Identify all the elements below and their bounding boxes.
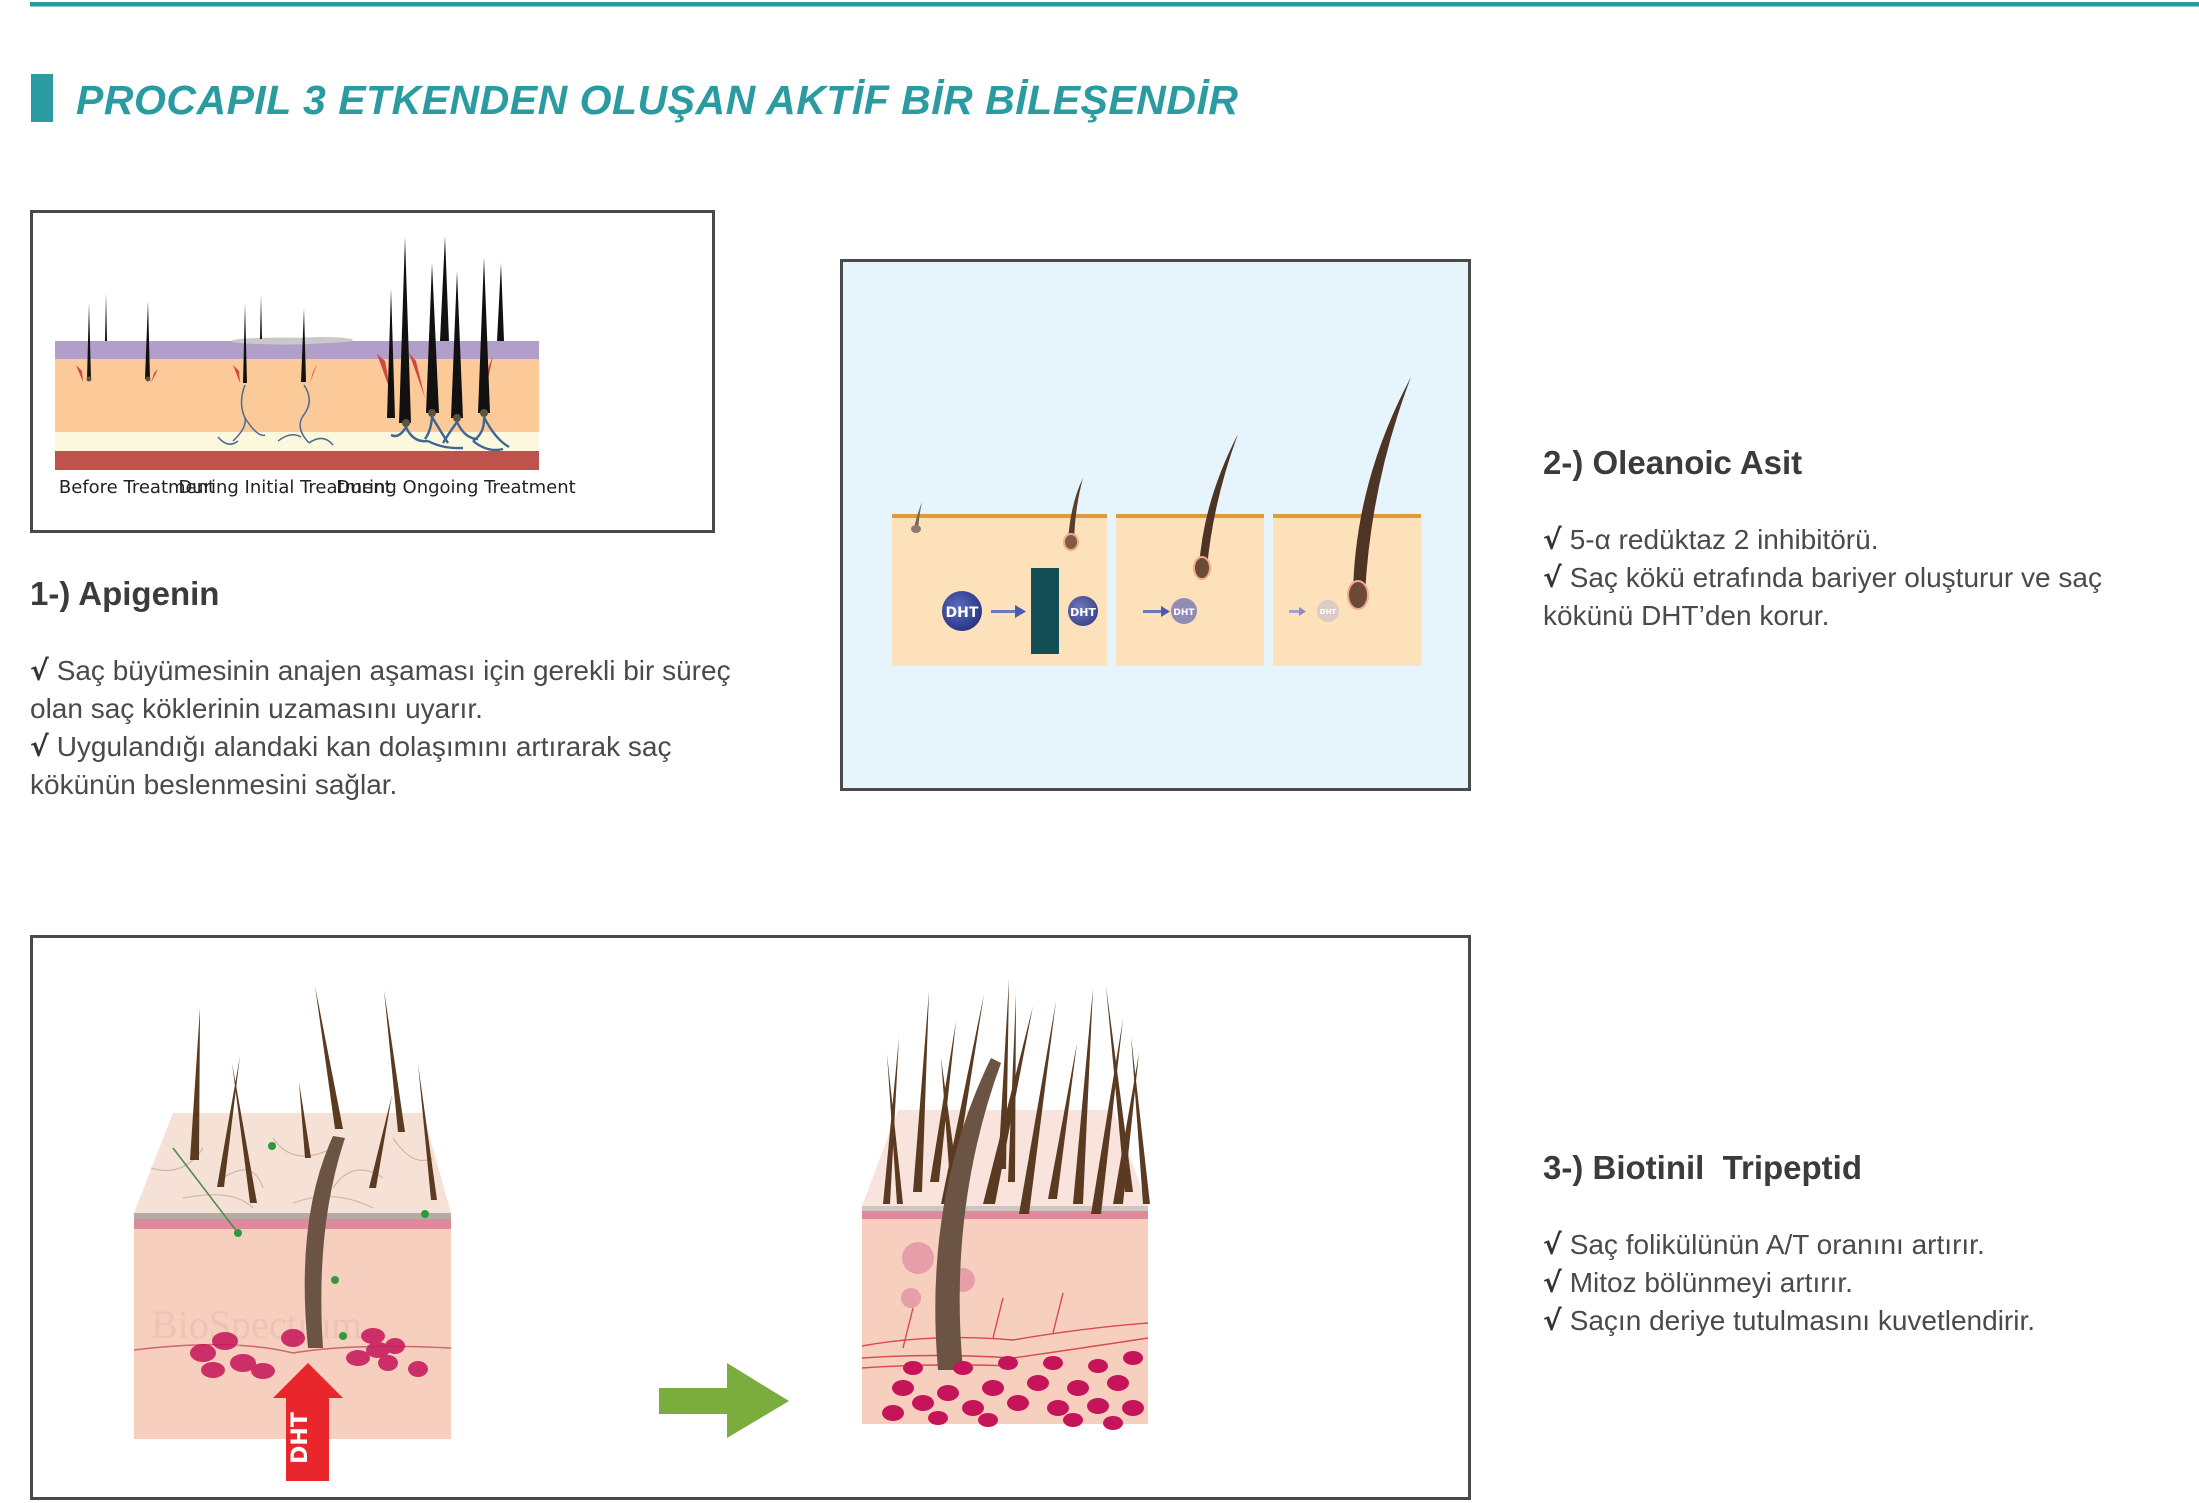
hair-short: [1068, 478, 1083, 542]
caption-initial-treatment: During Initial Treatment: [178, 477, 391, 498]
check-icon: √: [1543, 1228, 1562, 1261]
section-title: 2-) Oleanoic Asit: [1543, 444, 1803, 481]
check-icon: √: [1543, 1266, 1562, 1299]
hair-long: [1353, 377, 1411, 594]
check-icon: √: [1543, 1304, 1562, 1337]
dht-arrow-icon: [991, 605, 1026, 618]
dht-molecule: DHT: [942, 591, 982, 631]
panel-before-treatment: [55, 293, 219, 470]
green-right-arrow-icon: [659, 1363, 789, 1438]
dht-molecule: DHT: [1171, 598, 1197, 624]
svg-text:DHT: DHT: [946, 605, 979, 621]
section-oleanoic-asit: 2-) Oleanoic Asit √5-α redüktaz 2 inhibi…: [1543, 443, 2193, 635]
dht-arrow-label: DHT: [288, 1412, 313, 1464]
check-icon: √: [30, 730, 49, 763]
title-accent-bar: [31, 74, 53, 122]
bullet-item: √5-α redüktaz 2 inhibitörü.: [1543, 523, 1879, 556]
barrier-block: [1031, 568, 1059, 654]
dht-arrow-icon: [1143, 606, 1170, 617]
section-apigenin: 1-) Apigenin √Saç büyümesinin anajen aşa…: [30, 574, 770, 804]
svg-text:DHT: DHT: [1173, 608, 1195, 618]
section-biotinil-tripeptid: 3-) Biotinil Tripeptid √Saç folikülünün …: [1543, 1148, 2193, 1340]
hair-medium: [1199, 434, 1238, 568]
svg-text:DHT: DHT: [1070, 606, 1096, 619]
bullet-item: √Saç folikülünün A/T oranını artırır.: [1543, 1228, 1985, 1261]
skin-block-2: [1116, 514, 1264, 666]
dht-molecule: DHT: [1068, 596, 1098, 626]
bullet-list: √5-α redüktaz 2 inhibitörü. √Saç kökü et…: [1543, 521, 2193, 635]
bullet-list: √Saç folikülünün A/T oranını artırır. √M…: [1543, 1226, 2193, 1340]
section-title: 3-) Biotinil Tripeptid: [1543, 1149, 1862, 1186]
watermark-text: BioSpectrum: [151, 1302, 362, 1347]
skin-block-3: [1273, 514, 1421, 666]
bullet-list: √Saç büyümesinin anajen aşaması için ger…: [30, 652, 770, 804]
bullet-item: √Uygulandığı alandaki kan dolaşımını art…: [30, 730, 672, 800]
dht-barrier-illustration: DHT DHT DHT DHT: [892, 377, 1421, 666]
panel-initial-treatment: [211, 295, 375, 470]
panel-ongoing-treatment: [375, 236, 539, 470]
dht-arrow-icon: [1289, 607, 1306, 616]
treatment-stages-illustration: Before Treatment During Initial Treatmen…: [55, 236, 576, 498]
section-title: 1-) Apigenin: [30, 575, 220, 612]
dht-molecule: DHT: [1317, 600, 1339, 622]
scalp-before: BioSpectrum: [133, 986, 452, 1481]
treatment-stages-figure: Before Treatment During Initial Treatmen…: [30, 210, 715, 533]
bullet-item: √Saçın deriye tutulmasını kuvetlendirir.: [1543, 1304, 2036, 1337]
follicle-comparison-figure: BioSpectrum: [30, 935, 1471, 1500]
top-divider: [30, 2, 2199, 7]
hair-stub: [914, 502, 922, 530]
check-icon: √: [1543, 523, 1562, 556]
bullet-item: √Mitoz bölünmeyi artırır.: [1543, 1266, 1853, 1299]
check-icon: √: [1543, 561, 1562, 594]
bullet-item: √Saç büyümesinin anajen aşaması için ger…: [30, 654, 731, 724]
caption-ongoing-treatment: During Ongoing Treatment: [336, 477, 575, 498]
scalp-after: [861, 979, 1150, 1430]
caption-before-treatment: Before Treatment: [59, 477, 215, 498]
check-icon: √: [30, 654, 49, 687]
page-title: PROCAPIL 3 ETKENDEN OLUŞAN AKTİF BİR BİL…: [76, 77, 1239, 123]
bullet-item: √Saç kökü etrafında bariyer oluşturur ve…: [1543, 561, 2102, 631]
follicle-comparison-illustration: BioSpectrum: [133, 979, 1150, 1481]
svg-text:DHT: DHT: [1320, 608, 1337, 616]
dht-up-arrow-icon: DHT: [273, 1363, 343, 1481]
dht-barrier-figure: DHT DHT DHT DHT: [840, 259, 1471, 791]
